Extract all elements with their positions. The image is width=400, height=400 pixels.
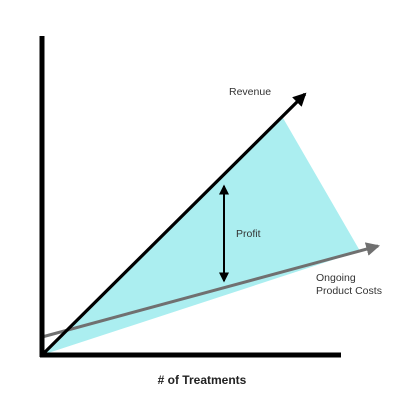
cost-label: Ongoing Product Costs bbox=[316, 272, 382, 297]
cost-label-line-2: Product Costs bbox=[316, 285, 382, 297]
profit-label: Profit bbox=[236, 228, 261, 240]
cost-line bbox=[41, 242, 380, 339]
profit-area bbox=[42, 118, 360, 355]
cost-label-line-1: Ongoing bbox=[316, 272, 356, 284]
x-axis-label: # of Treatments bbox=[158, 373, 247, 387]
revenue-line bbox=[40, 92, 307, 357]
revenue-label: Revenue bbox=[229, 86, 271, 98]
